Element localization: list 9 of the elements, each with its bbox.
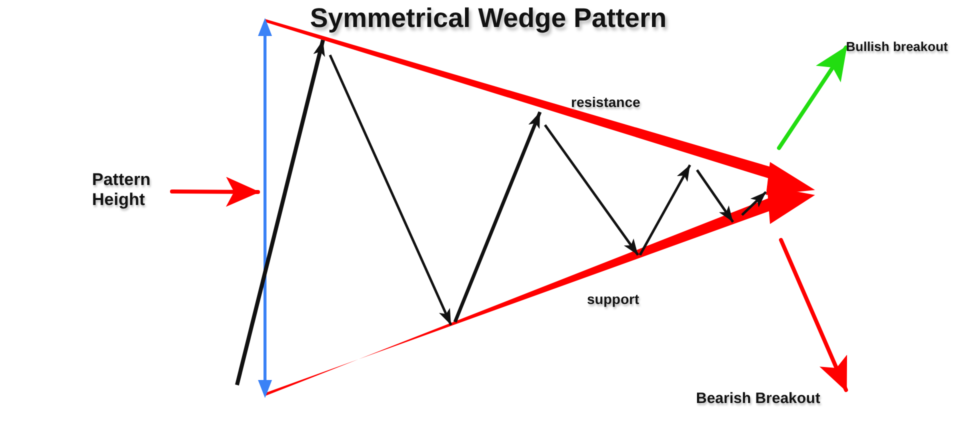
callout-text: Bearish Breakout xyxy=(696,390,846,408)
callout-text: Bullish breakout xyxy=(846,40,966,55)
title: Symmetrical Wedge Pattern xyxy=(310,3,667,34)
arrow xyxy=(779,238,848,392)
arrow xyxy=(170,176,260,207)
callout-text: Pattern Height xyxy=(92,170,172,210)
line-label: support xyxy=(587,291,640,307)
line-label: resistance xyxy=(571,94,640,110)
arrow xyxy=(777,45,848,150)
